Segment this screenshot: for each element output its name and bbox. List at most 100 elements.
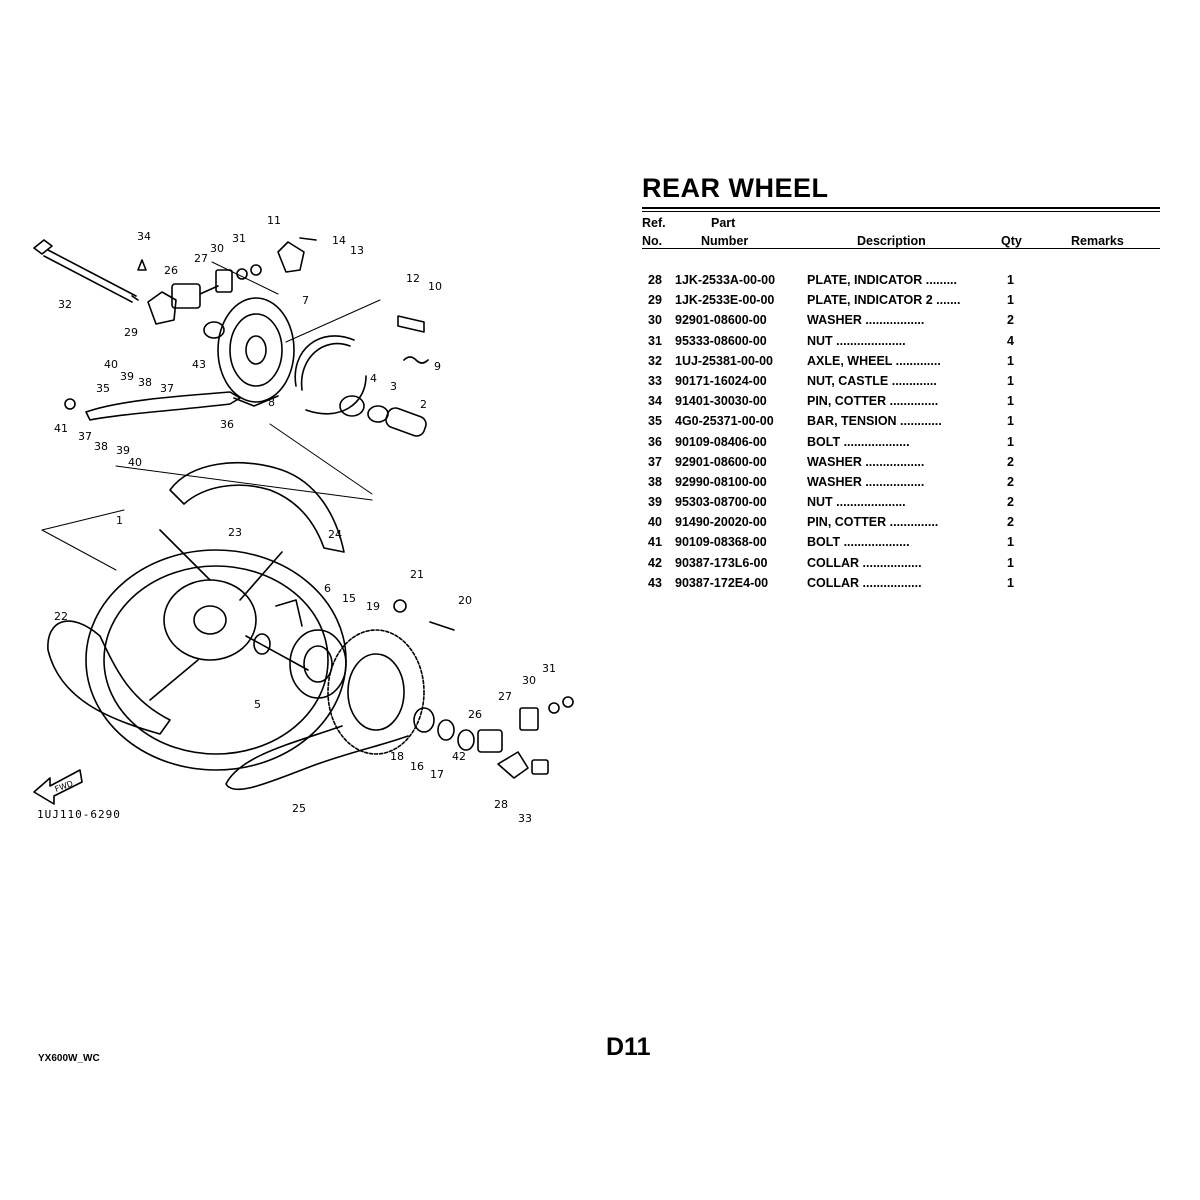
part-description: NUT, CASTLE ............. [807,373,937,388]
callout: 42 [452,750,466,763]
part-number: 91401-30030-00 [675,394,767,409]
chain-adjuster-part [171,264,262,309]
part-number: 92990-08100-00 [675,474,767,489]
callout: 23 [228,526,242,539]
callout: 28 [494,798,508,811]
part-number: 90109-08406-00 [675,434,767,449]
part-number: 92901-08600-00 [675,313,767,328]
exploded-parts-diagram: 34 11 14 13 30 31 27 26 32 29 12 10 7 43… [33,214,574,825]
callout: 34 [137,230,151,243]
callout: 11 [267,214,281,227]
header-part-line1: Part [711,216,736,230]
callout: 19 [366,600,380,613]
sprocket-part [327,629,425,755]
ref-number: 36 [648,434,662,449]
part-number: 91490-20020-00 [675,515,767,530]
mudguard-part [47,620,171,735]
list-item: 33 90171-16024-00 NUT, CASTLE ............… [642,374,1160,394]
list-item: 41 90109-08368-00 BOLT ...................… [642,535,1160,555]
header-ref-line2: No. [642,234,663,248]
part-description: BOLT ................... [807,434,910,449]
callout: 18 [390,750,404,763]
part-qty: 1 [1007,555,1014,570]
callout: 3 [390,380,397,393]
callout-labels: 34 11 14 13 30 31 27 26 32 29 12 10 7 43… [54,214,556,825]
header-rule [642,248,1160,249]
header-part-line2: Number [701,234,749,248]
ref-number: 28 [648,273,662,287]
part-qty: 1 [1007,353,1014,368]
brake-shoes-part [294,335,367,415]
callout: 20 [458,594,472,607]
model-code: YX600W_WC [38,1053,100,1064]
ref-number: 43 [648,575,662,590]
callout: 38 [138,376,152,389]
part-number: 1JK-2533E-00-00 [675,293,775,308]
guide-line [115,465,373,501]
callout: 10 [428,280,442,293]
part-description: NUT .................... [807,495,906,510]
callout: 38 [94,440,108,453]
brake-plate-part [217,297,295,407]
part-qty: 1 [1007,273,1014,287]
header-qty: Qty [1001,234,1022,248]
callout: 40 [128,456,142,469]
part-description: PLATE, INDICATOR ......... [807,273,958,287]
callout: 17 [430,768,444,781]
part-qty: 2 [1007,515,1014,530]
callout: 4 [370,372,377,385]
ref-number: 30 [648,313,662,328]
chain-part [225,725,409,791]
part-number: 90171-16024-00 [675,373,767,388]
part-description: WASHER ................. [807,313,925,328]
part-description: COLLAR ................. [807,575,922,590]
wheel-part [85,529,347,771]
spring-part [403,356,429,364]
ref-number: 41 [648,535,662,550]
callout: 35 [96,382,110,395]
ref-number: 33 [648,373,662,388]
callout: 31 [542,662,556,675]
page-number: D11 [606,1033,651,1061]
part-description: BAR, TENSION ............ [807,414,942,429]
callout: 26 [468,708,482,721]
guide-line [41,529,117,571]
ref-number: 39 [648,495,662,510]
collar-part [203,321,225,339]
part-number: 90387-173L6-00 [675,555,768,570]
ref-number: 32 [648,353,662,368]
part-number: 90109-08368-00 [675,535,767,550]
part-description: NUT .................... [807,333,906,348]
part-qty: 2 [1007,454,1014,469]
ref-number: 35 [648,414,662,429]
part-qty: 1 [1007,293,1014,308]
callout: 22 [54,610,68,623]
callout: 6 [324,582,331,595]
part-description: BOLT ................... [807,535,910,550]
callout: 37 [160,382,174,395]
ref-number: 34 [648,394,662,409]
fender-part [169,461,345,553]
callout: 32 [58,298,72,311]
title-rule [642,207,1160,209]
callout: 8 [268,396,275,409]
part-qty: 1 [1007,535,1014,550]
ref-number: 31 [648,333,662,348]
callout: 15 [342,592,356,605]
part-qty: 2 [1007,495,1014,510]
sprocket-bolt-part [429,621,455,631]
ref-number: 29 [648,293,662,308]
callout: 1 [116,514,123,527]
axle-part [33,239,139,303]
callout: 7 [302,294,309,307]
part-description: PIN, COTTER .............. [807,515,939,530]
callout: 39 [116,444,130,457]
part-qty: 1 [1007,434,1014,449]
part-number: 1UJ-25381-00-00 [675,353,773,368]
